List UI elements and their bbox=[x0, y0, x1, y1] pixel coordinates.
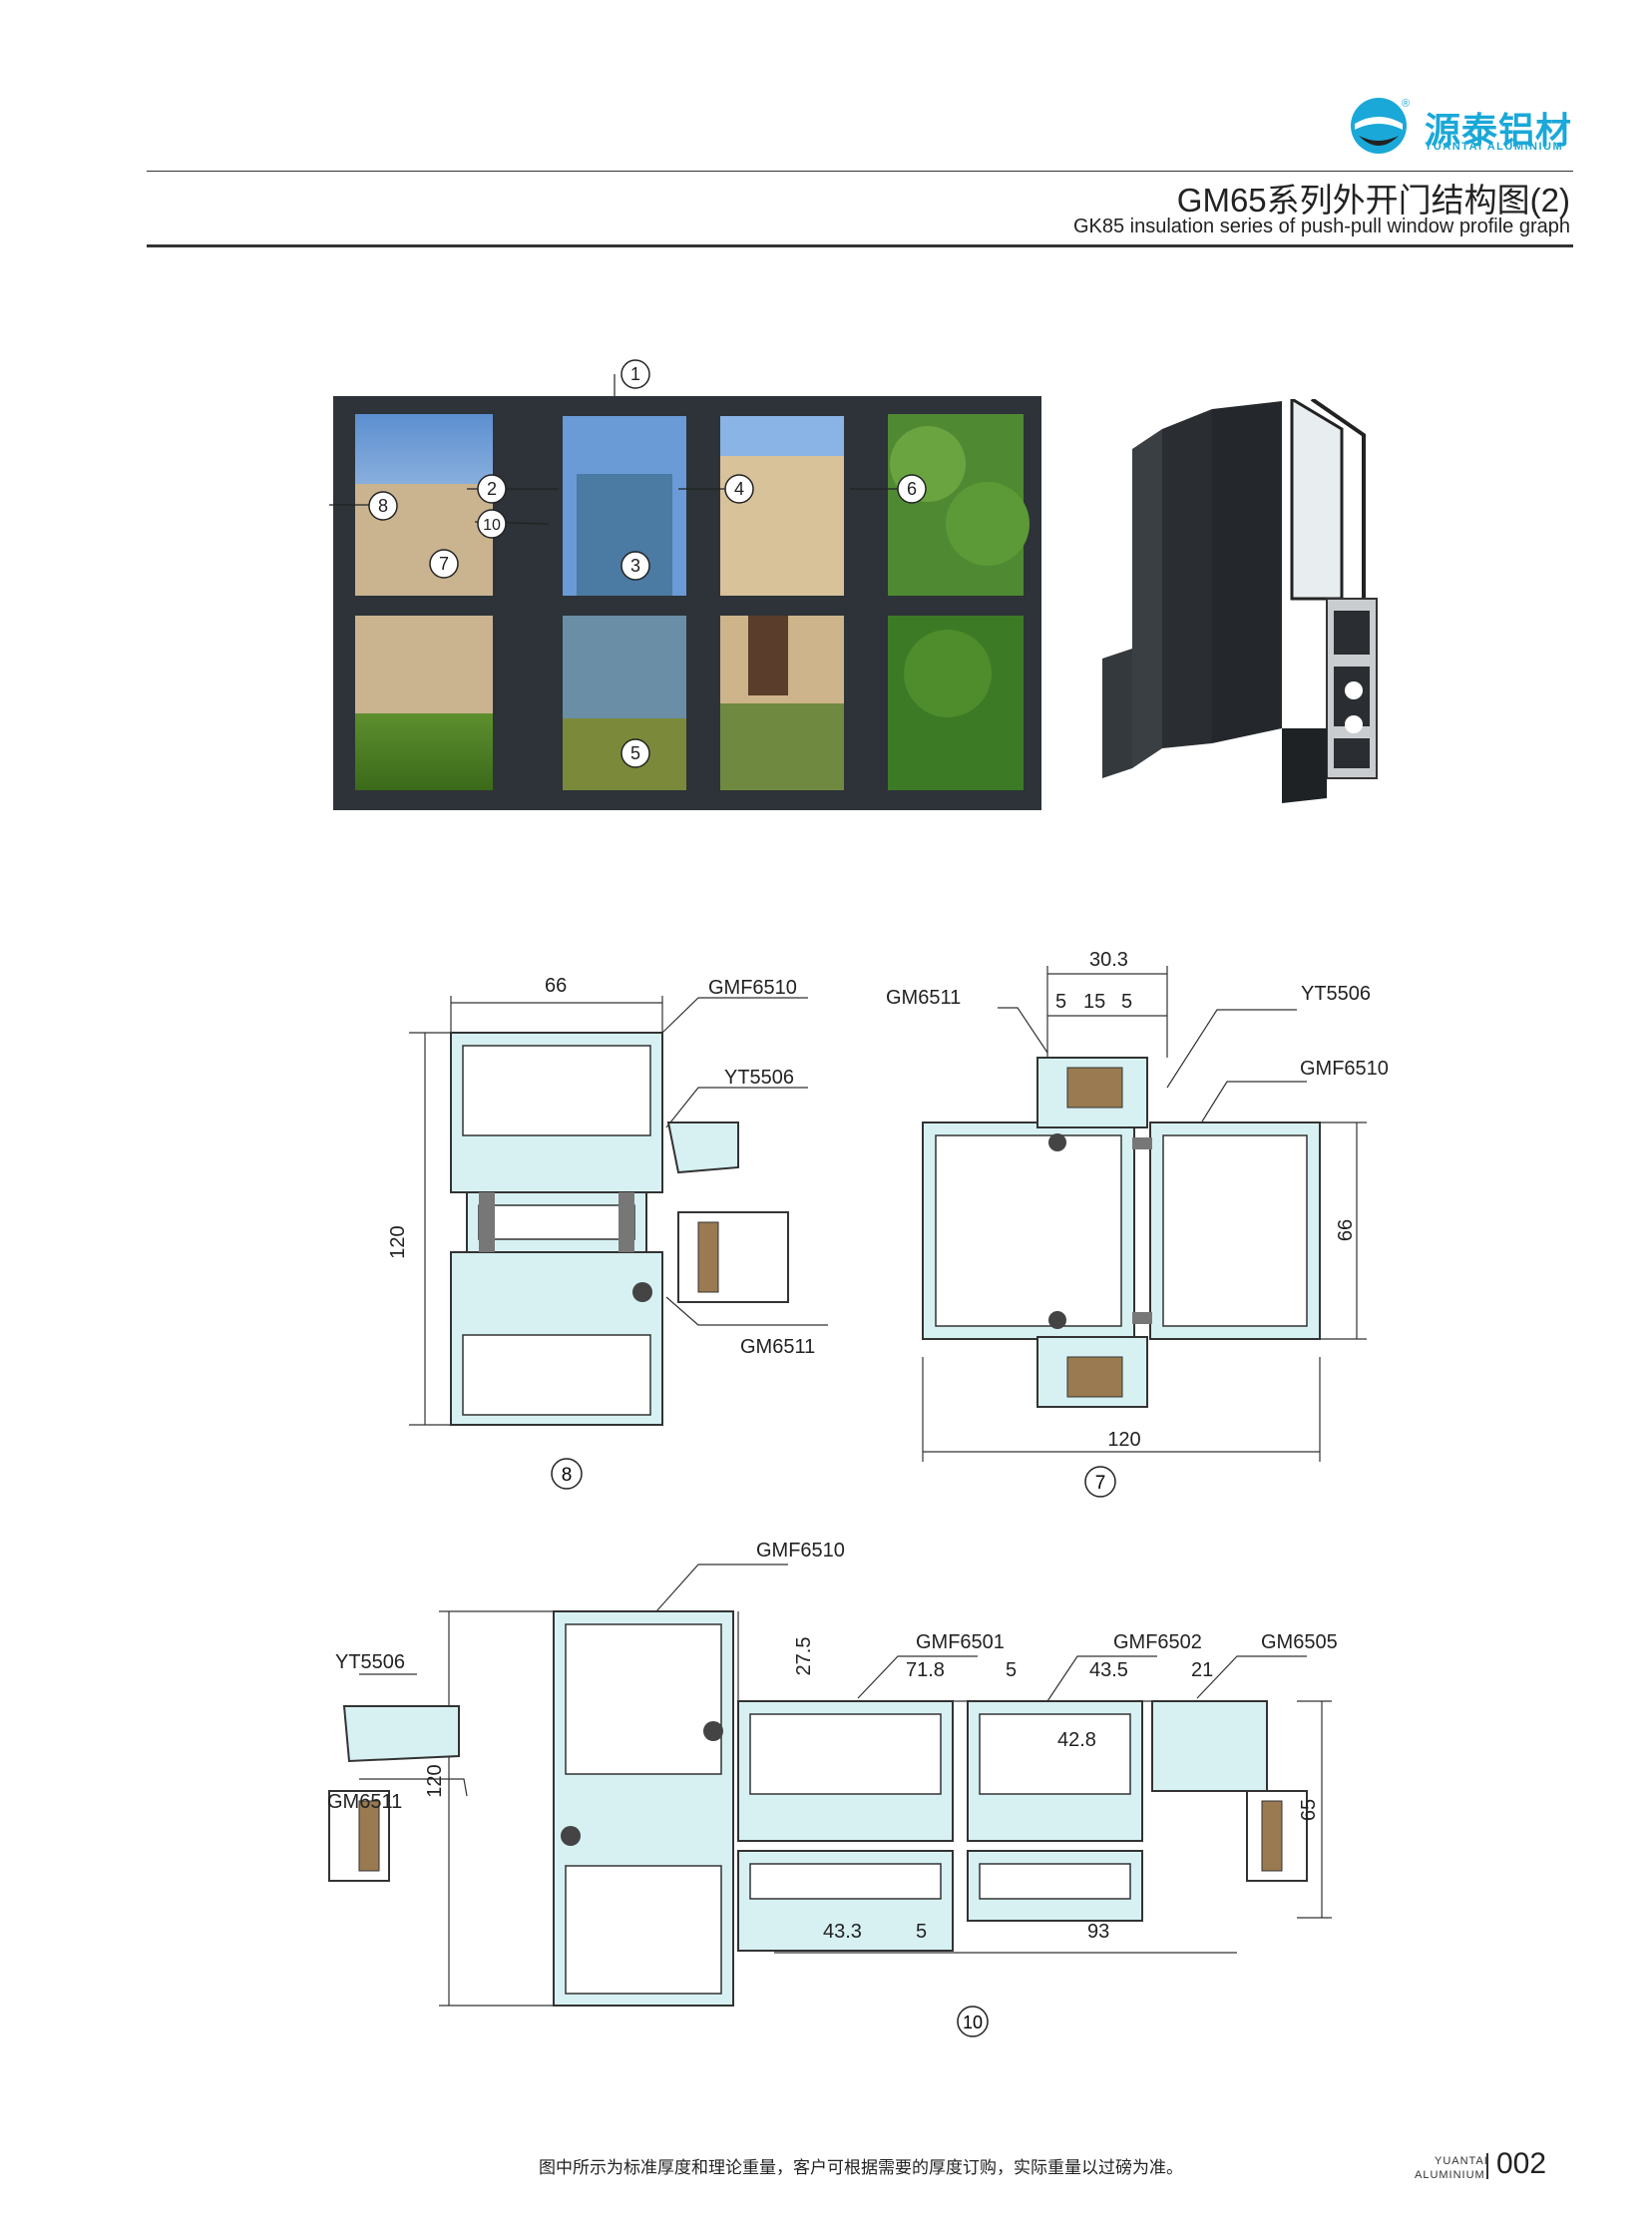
s10-dim-gap1: 5 bbox=[1006, 1659, 1017, 1681]
door-window-photo: 1 2 3 4 5 6 7 8 10 bbox=[329, 359, 1041, 810]
photo-callout-5: 5 bbox=[630, 743, 640, 763]
page-title-en: GK85 insulation series of push-pull wind… bbox=[1072, 216, 1570, 237]
brand-logo-icon bbox=[1351, 98, 1407, 154]
photo-callout-1: 1 bbox=[630, 364, 640, 384]
header-rule-top bbox=[147, 171, 1573, 172]
s10-label-sash: GM6511 bbox=[327, 1791, 402, 1813]
photo-callout-10: 10 bbox=[483, 517, 501, 534]
s7-number: 7 bbox=[1095, 1473, 1106, 1494]
photo-callout-2: 2 bbox=[487, 479, 497, 499]
s8-dim-width: 66 bbox=[545, 975, 567, 997]
photo-callout-7: 7 bbox=[439, 554, 449, 574]
s10-dim-b1: 43.3 bbox=[823, 1921, 862, 1943]
s7-dim-a: 5 bbox=[1055, 991, 1066, 1013]
s8-number: 8 bbox=[562, 1465, 573, 1486]
section-7-drawing: 30.3 5 15 5 120 66 GM6511 YT5506 GMF6510… bbox=[886, 949, 1389, 1498]
s10-dim-b2: 93 bbox=[1087, 1921, 1109, 1943]
s7-label-frame: GMF6510 bbox=[1300, 1058, 1389, 1080]
photo-callout-8: 8 bbox=[378, 496, 388, 516]
s8-label-frame: GMF6510 bbox=[708, 977, 797, 999]
section-8-drawing: 66 120 GMF6510 YT5506 GM6511 8 bbox=[387, 975, 828, 1490]
s10-label-p1: GMF6501 bbox=[916, 1631, 1005, 1653]
photo-callouts bbox=[368, 359, 927, 768]
s10-label-frame: GMF6510 bbox=[756, 1540, 845, 1562]
footer-note: 图中所示为标准厚度和理论重量，客户可根据需要的厚度订购，实际重量以过磅为准。 bbox=[539, 2158, 1183, 2177]
s7-dim-height: 66 bbox=[1335, 1219, 1357, 1241]
brand-name-cn: 源泰铝材 bbox=[1425, 110, 1573, 152]
section-10-drawing: GMF6510 GMF6501 GMF6502 GM6505 YT5506 GM… bbox=[327, 1540, 1338, 2037]
s10-dim-w1: 71.8 bbox=[906, 1659, 945, 1681]
s10-dim-offset: 27.5 bbox=[793, 1637, 815, 1676]
s7-dim-b: 15 bbox=[1083, 991, 1105, 1013]
page-number: 002 bbox=[1496, 2147, 1547, 2180]
s8-label-sash: GM6511 bbox=[740, 1336, 815, 1358]
s10-label-p2: GMF6502 bbox=[1113, 1631, 1202, 1653]
header-rule-bottom bbox=[147, 244, 1573, 247]
page-title-cn: GM65系列外开门结构图(2) bbox=[1176, 182, 1570, 219]
s10-dim-height-left: 120 bbox=[424, 1764, 446, 1797]
s10-dim-w3: 21 bbox=[1191, 1659, 1213, 1681]
s8-dim-height: 120 bbox=[387, 1225, 409, 1258]
photo-callout-6: 6 bbox=[907, 479, 917, 499]
s10-dim-height-right: 65 bbox=[1298, 1799, 1320, 1821]
brand-name-en: YUANTAI ALUMINIUM bbox=[1425, 141, 1564, 153]
s7-label-sash: GM6511 bbox=[886, 987, 961, 1009]
s7-dim-top: 30.3 bbox=[1089, 949, 1128, 971]
s10-dim-gap2: 5 bbox=[916, 1921, 927, 1943]
footer-brand-line1: YUANTAI bbox=[1435, 2155, 1488, 2167]
s7-dim-c: 5 bbox=[1121, 991, 1132, 1013]
s10-label-bead: YT5506 bbox=[335, 1651, 405, 1673]
s10-dim-w2: 43.5 bbox=[1089, 1659, 1128, 1681]
s10-dim-inner: 42.8 bbox=[1057, 1729, 1096, 1751]
s7-label-bead: YT5506 bbox=[1301, 983, 1371, 1005]
profile-3d-render bbox=[1102, 399, 1378, 803]
footer-separator bbox=[1486, 2153, 1488, 2179]
s10-number: 10 bbox=[963, 2013, 983, 2032]
photo-callout-4: 4 bbox=[734, 479, 744, 499]
s7-dim-width: 120 bbox=[1107, 1429, 1140, 1451]
s8-label-bead: YT5506 bbox=[724, 1067, 794, 1089]
photo-callout-3: 3 bbox=[630, 556, 640, 576]
footer-brand-line2: ALUMINIUM bbox=[1415, 2169, 1485, 2181]
s10-label-p3: GM6505 bbox=[1261, 1631, 1338, 1653]
registered-mark: ® bbox=[1402, 98, 1411, 110]
